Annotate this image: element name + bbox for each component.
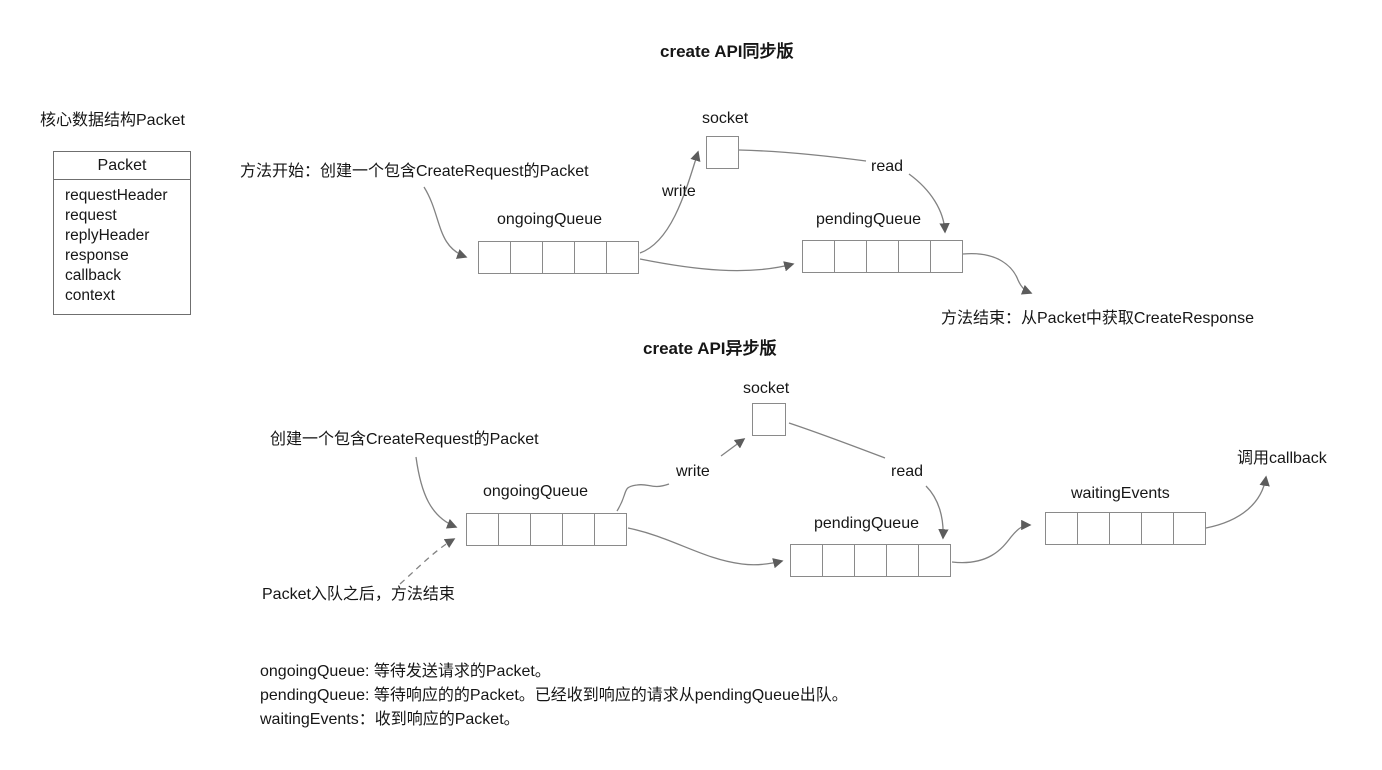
async-arrow-ongoing-to-pending: [627, 527, 784, 569]
sync-line-socket-to-read: [738, 149, 867, 162]
queue-cell: [854, 544, 887, 577]
queue-cell: [918, 544, 951, 577]
async-ongoing-queue-label: ongoingQueue: [483, 483, 588, 500]
packet-field: requestHeader: [65, 187, 168, 204]
sync-diagram-title: create API同步版: [660, 42, 794, 61]
async-socket-box: [752, 403, 786, 436]
async-line-socket-to-read: [788, 422, 886, 459]
legend: ongoingQueue: 等待发送请求的Packet。 pendingQueu…: [260, 660, 848, 732]
packet-field: response: [65, 247, 129, 264]
async-ongoing-queue: [466, 513, 627, 546]
queue-cell: [1109, 512, 1142, 545]
queue-cell: [866, 240, 899, 273]
async-arrow-read-to-pending: [925, 485, 949, 540]
queue-cell: [574, 241, 607, 274]
queue-cell: [802, 240, 835, 273]
sync-pending-queue: [802, 240, 963, 273]
queue-cell: [530, 513, 563, 546]
queue-cell: [498, 513, 531, 546]
packet-field: context: [65, 287, 115, 304]
queue-cell: [1173, 512, 1206, 545]
sync-write-label: write: [662, 183, 696, 200]
queue-cell: [1141, 512, 1174, 545]
sync-end-note: 方法结束：从Packet中获取CreateResponse: [941, 310, 1254, 327]
queue-cell: [478, 241, 511, 274]
async-callback-note: 调用callback: [1237, 450, 1327, 467]
packet-box-title: Packet: [54, 152, 190, 180]
async-dashed-arrow-enqueue-to-ongoing: [399, 538, 456, 585]
sync-pending-queue-label: pendingQueue: [816, 211, 921, 228]
sync-ongoing-queue: [478, 241, 639, 274]
async-arrow-waiting-to-callback: [1205, 475, 1270, 529]
sync-arrow-pending-to-end: [962, 253, 1033, 295]
sync-socket-label: socket: [702, 110, 749, 127]
sync-arrow-read-to-pending: [908, 173, 950, 234]
queue-cell: [1045, 512, 1078, 545]
queue-cell: [822, 544, 855, 577]
async-waiting-events-queue: [1045, 512, 1206, 545]
queue-cell: [1077, 512, 1110, 545]
sync-arrow-ongoing-to-socket: [639, 150, 701, 254]
async-diagram-title: create API异步版: [643, 339, 777, 358]
async-write-label: write: [676, 463, 710, 480]
packet-field: callback: [65, 267, 121, 284]
async-pending-queue: [790, 544, 951, 577]
async-socket-label: socket: [743, 380, 790, 397]
async-arrow-write-to-socket: [720, 438, 746, 457]
packet-field: request: [65, 207, 117, 224]
sync-socket-box: [706, 136, 739, 169]
async-arrow-start-to-ongoing: [415, 456, 458, 529]
queue-cell: [542, 241, 575, 274]
async-waiting-events-label: waitingEvents: [1071, 485, 1170, 502]
sync-start-note: 方法开始：创建一个包含CreateRequest的Packet: [240, 163, 589, 180]
queue-cell: [898, 240, 931, 273]
sync-arrow-ongoing-to-pending: [639, 258, 795, 272]
packet-panel-heading: 核心数据结构Packet: [40, 112, 185, 129]
async-start-note: 创建一个包含CreateRequest的Packet: [270, 431, 539, 448]
packet-field-list: requestHeader request replyHeader respon…: [54, 180, 190, 314]
packet-struct-box: Packet requestHeader request replyHeader…: [53, 151, 191, 315]
async-enqueue-note: Packet入队之后，方法结束: [262, 586, 455, 603]
async-line-ongoing-to-write: [616, 483, 670, 512]
sync-ongoing-queue-label: ongoingQueue: [497, 211, 602, 228]
queue-cell: [930, 240, 963, 273]
queue-cell: [606, 241, 639, 274]
packet-field: replyHeader: [65, 227, 150, 244]
sync-read-label: read: [871, 158, 904, 175]
async-read-label: read: [891, 463, 924, 480]
queue-cell: [790, 544, 823, 577]
queue-cell: [594, 513, 627, 546]
async-pending-queue-label: pendingQueue: [814, 515, 919, 532]
sync-arrow-start-to-ongoing: [423, 186, 468, 259]
queue-cell: [834, 240, 867, 273]
queue-cell: [466, 513, 499, 546]
async-arrow-pending-to-waiting: [951, 519, 1032, 564]
legend-pending-queue: pendingQueue: 等待响应的的Packet。已经收到响应的请求从pen…: [260, 687, 848, 704]
legend-waiting-events: waitingEvents：收到响应的Packet。: [260, 711, 520, 728]
queue-cell: [886, 544, 919, 577]
queue-cell: [510, 241, 543, 274]
legend-ongoing-queue: ongoingQueue: 等待发送请求的Packet。: [260, 663, 551, 680]
queue-cell: [562, 513, 595, 546]
